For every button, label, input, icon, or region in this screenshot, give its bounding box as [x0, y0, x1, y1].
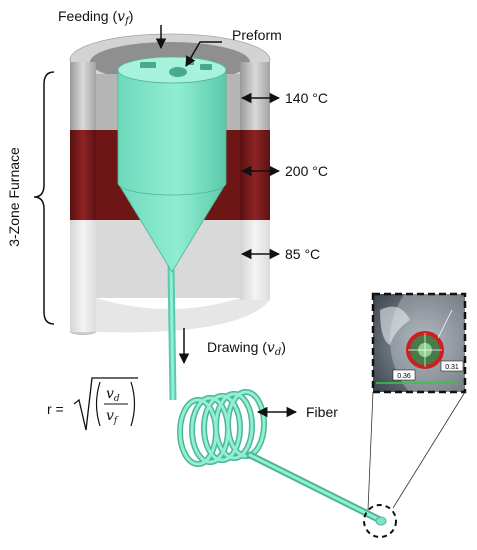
furnace-right-wall-bottom: [240, 220, 270, 300]
furnace-left-wall-top: [70, 62, 96, 130]
svg-text:vf: vf: [106, 408, 119, 426]
fiber-coil: [177, 389, 387, 526]
preform: [117, 56, 227, 401]
ratio-formula: r = vd vf: [47, 377, 138, 431]
inset-scale-right: 0.31: [445, 364, 459, 371]
preform-pointer: [185, 41, 222, 67]
furnace-right-wall-mid: [240, 130, 270, 220]
feeding-label: Feeding (vf): [58, 8, 133, 27]
cross-section-inset: 0.36 0.31: [371, 292, 467, 394]
furnace-right-wall-top: [240, 62, 270, 130]
furnace-label: 3-Zone Furnace: [6, 147, 22, 247]
temp-bottom-label: 85 °C: [285, 246, 320, 262]
svg-text:r =: r =: [47, 401, 64, 417]
drawing-label: Drawing (vd): [207, 339, 286, 358]
svg-text:vd: vd: [106, 386, 120, 404]
inset-scale-left: 0.36: [397, 373, 411, 380]
temp-top-label: 140 °C: [285, 90, 328, 106]
preform-label: Preform: [232, 27, 282, 43]
fiber-end-highlight: [363, 504, 397, 538]
furnace-brace: [33, 71, 55, 325]
fiber-label: Fiber: [306, 404, 338, 420]
furnace-left-wall-mid: [70, 130, 96, 220]
temp-mid-label: 200 °C: [285, 163, 328, 179]
furnace-left-wall-bottom: [70, 220, 96, 332]
